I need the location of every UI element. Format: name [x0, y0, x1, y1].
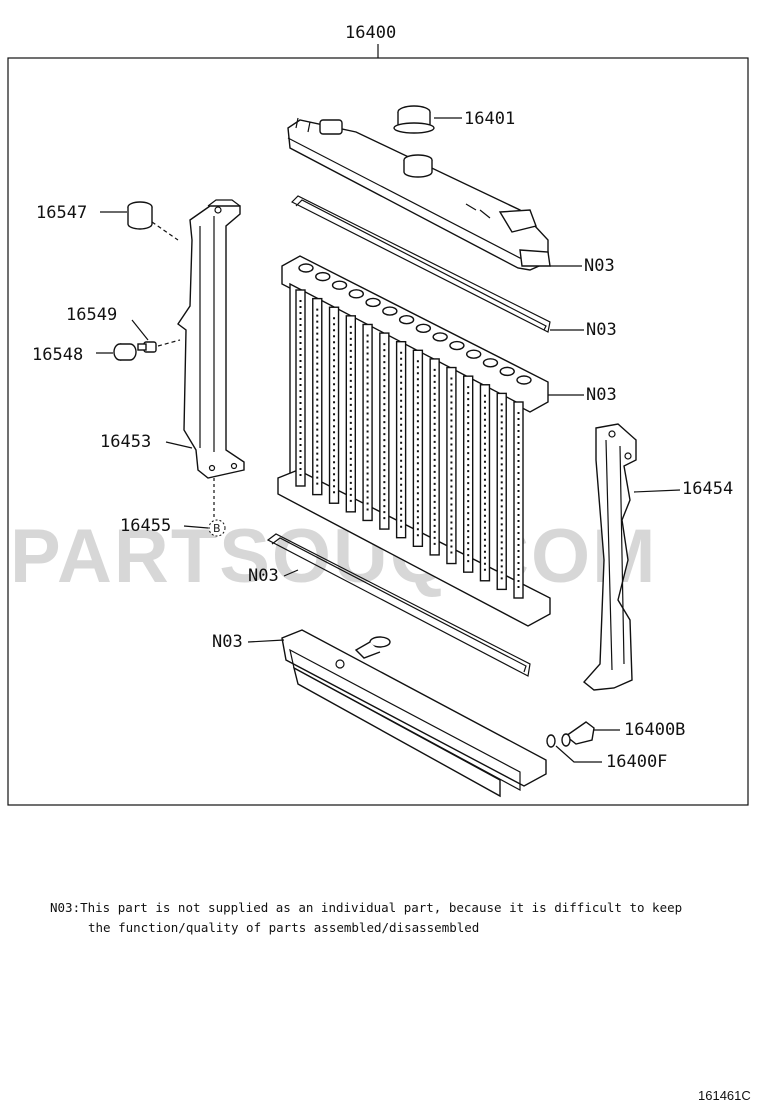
core-tube [496, 392, 507, 591]
core-tube [446, 366, 457, 565]
grommet-16548-drawing [113, 343, 137, 361]
tube-cap [348, 289, 365, 299]
core-tube [345, 315, 357, 513]
label-16453[interactable]: 16453 [100, 432, 151, 452]
ref-circle-label: B [213, 522, 221, 535]
tube-cap [482, 358, 499, 368]
pin-16549-drawing [137, 341, 157, 353]
radiator-cap-drawing [393, 105, 435, 134]
lower-gasket-drawing [266, 533, 531, 677]
note-line-2: the function/quality of parts assembled/… [88, 920, 480, 935]
tube-cap [499, 366, 515, 377]
label-16400b[interactable]: 16400B [624, 720, 685, 740]
left-bracket-drawing [177, 199, 245, 479]
core-tube [295, 289, 306, 487]
tube-cap [298, 263, 314, 273]
tube-cap [398, 314, 415, 325]
label-16455[interactable]: 16455 [120, 516, 171, 536]
n03-note: N03:This part is not supplied as an indi… [50, 898, 740, 938]
cushion-16547-drawing [127, 201, 153, 230]
figure-code: 161461C [698, 1088, 751, 1103]
label-n03-upper-gasket[interactable]: N03 [586, 320, 617, 340]
ref-circle-b [208, 519, 226, 537]
label-n03-lower-gasket[interactable]: N03 [248, 566, 279, 586]
core-tube [328, 306, 340, 504]
lower-tank-drawing [281, 629, 547, 798]
label-16401[interactable]: 16401 [464, 109, 515, 129]
tube-cap [382, 306, 398, 316]
core-tube [379, 332, 390, 530]
upper-gasket-drawing [290, 195, 551, 333]
label-16454[interactable]: 16454 [682, 479, 733, 499]
label-n03-lower-tank[interactable]: N03 [212, 632, 243, 652]
tube-cap [415, 323, 432, 334]
drain-cock-drawing [561, 721, 595, 747]
tube-cap [331, 280, 348, 290]
label-16549[interactable]: 16549 [66, 305, 117, 325]
o-ring-drawing [546, 734, 556, 748]
tube-cap [449, 340, 465, 351]
tube-cap [365, 297, 381, 308]
label-16548[interactable]: 16548 [32, 345, 83, 365]
tube-cap [465, 349, 482, 359]
core-tube [395, 340, 407, 539]
label-16547[interactable]: 16547 [36, 203, 87, 223]
assembly-label[interactable]: 16400 [345, 23, 396, 43]
core-tube [513, 401, 524, 599]
core-tube [479, 384, 491, 582]
core-tube [429, 358, 440, 556]
core-tube [362, 323, 373, 522]
core-tube [462, 375, 474, 573]
right-bracket-drawing [582, 423, 637, 691]
upper-tank-drawing [287, 117, 551, 271]
core-tube [412, 349, 424, 548]
tube-cap [315, 271, 331, 282]
radiator-core-drawing [277, 255, 551, 627]
label-16400f[interactable]: 16400F [606, 752, 667, 772]
tube-cap [516, 375, 532, 385]
label-n03-upper-tank[interactable]: N03 [584, 256, 615, 276]
label-n03-core[interactable]: N03 [586, 385, 617, 405]
watermark: PARTSOUQ.COM [10, 514, 657, 599]
tube-cap [432, 332, 448, 342]
note-line-1: N03:This part is not supplied as an indi… [50, 900, 683, 915]
core-tube [312, 297, 323, 496]
